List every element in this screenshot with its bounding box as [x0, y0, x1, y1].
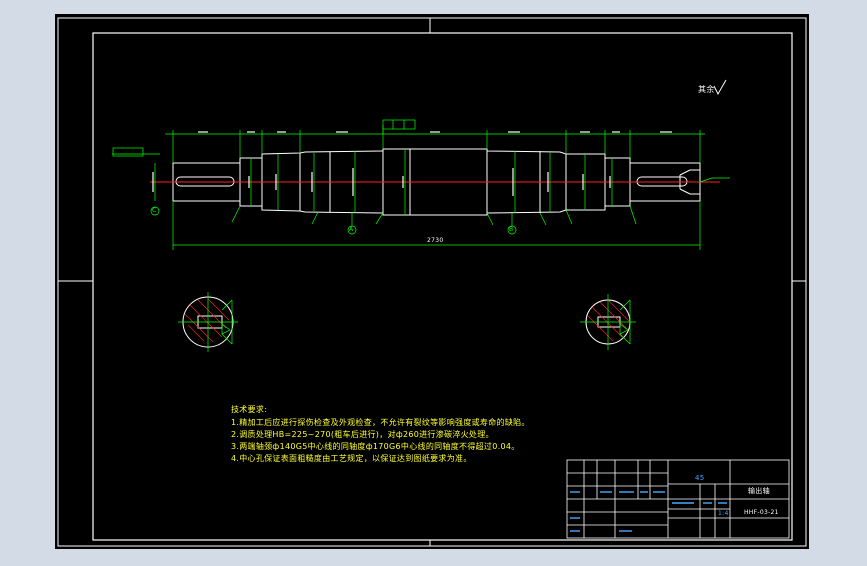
title-block [566, 459, 790, 539]
title-block-material: 45 [695, 474, 705, 482]
title-block-scale: 1:4 [718, 510, 729, 517]
overall-length-dimension: 2730 [427, 237, 444, 244]
outer-border [57, 17, 807, 547]
datum-markers [150, 206, 517, 235]
datum-label-a: A [349, 226, 354, 233]
title-block-part-name: 输出轴 [748, 487, 770, 495]
tech-requirement-3: 3.两端轴颈ф140G5中心线的同轴度ф170G6中心线的同轴度不得超过0.04… [231, 442, 520, 451]
roughness-symbol [713, 79, 727, 96]
inner-frame [92, 32, 793, 541]
tech-requirement-1: 1.精加工后应进行探伤检查及外观检查，不允许有裂纹等影响强度或寿命的缺陷。 [231, 418, 530, 427]
datum-label-c: C [152, 207, 157, 214]
title-block-drawing-number: HHF-03-21 [744, 509, 779, 516]
roughness-label: 其余 [698, 85, 715, 94]
datum-label-b: B [509, 226, 514, 233]
dimension-lines [112, 119, 730, 250]
dimension-values [152, 131, 672, 196]
tech-requirement-2: 2.调质处理HB=225~270(粗车后进行)，对ф260进行渗碳淬火处理。 [231, 430, 494, 439]
tech-requirements-title: 技术要求: [231, 405, 268, 414]
tech-requirement-4: 4.中心孔保证表面粗糙度由工艺规定，以保证达到图纸要求为准。 [231, 454, 472, 463]
drawing-sheet [55, 14, 809, 549]
title-block-marks [570, 491, 727, 532]
